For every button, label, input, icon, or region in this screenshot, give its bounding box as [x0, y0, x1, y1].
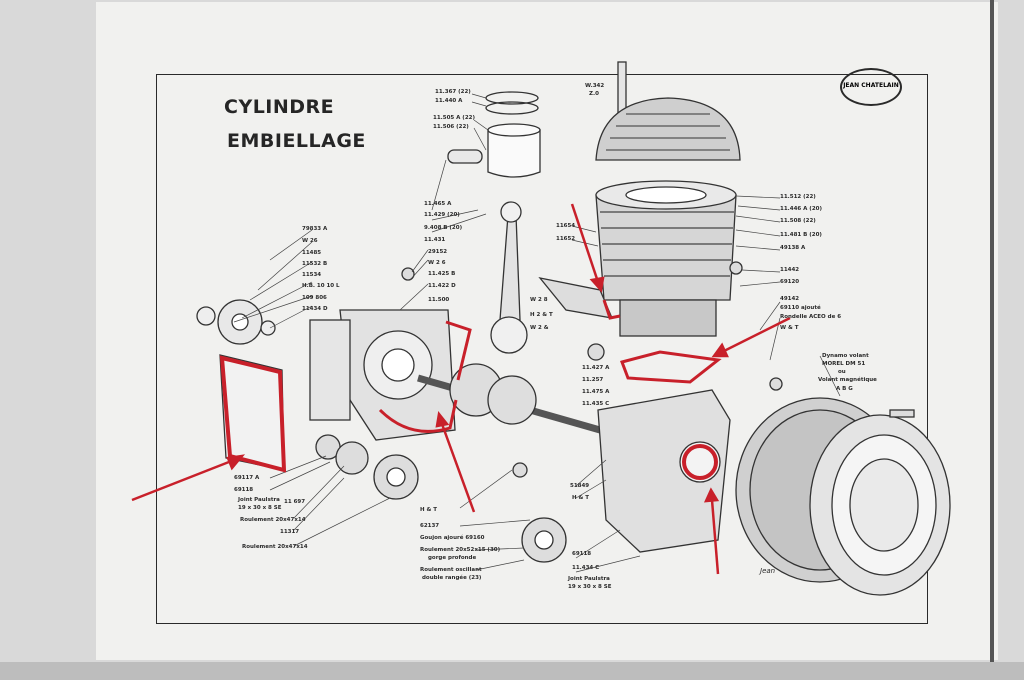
label-mid-lower-4: 11.427 A: [582, 365, 610, 371]
red-arrows: [131, 203, 791, 575]
label-piston-4: 11.431: [424, 237, 446, 243]
label-left-lower-4: 19 x 30 x 8 SE: [238, 505, 282, 511]
label-bottom-left-1: Roulement 20x47x14: [240, 517, 306, 523]
label-bottom-right-4: 11.434 C: [572, 565, 600, 571]
label-bottom-right-1: 51849: [570, 483, 590, 489]
label-bottom-right-5: Joint Paulstra: [568, 576, 610, 582]
label-left-7: 109 806: [302, 295, 327, 301]
label-right-4: 69110 ajouté: [780, 305, 821, 311]
label-top-center-3: 11.505 A (22): [433, 115, 475, 121]
label-mid-lower-3: W 2 &: [530, 325, 549, 331]
label-left-lower-2: 69118: [234, 487, 254, 493]
label-top-right-2: Z.0: [589, 91, 599, 97]
leader-lines: [233, 93, 841, 573]
label-top-center-2: 11.440 A: [435, 98, 463, 104]
label-bottom-mid-7: double rangée (23): [422, 575, 482, 581]
artist-signature: Jean: [760, 567, 776, 575]
label-left-lower-3: Joint Paulstra: [238, 497, 280, 503]
label-mid-5: 11.500: [428, 297, 450, 303]
label-bottom-mid-4: Roulement 20x52x15 (30): [420, 547, 501, 553]
red-annotations: [219, 299, 722, 480]
label-left-5: 11534: [302, 272, 322, 278]
crankcase-right: [597, 389, 731, 553]
label-cyl-right-1: 11.512 (22): [780, 194, 816, 200]
label-cyl-right-3: 11.508 (22): [780, 218, 816, 224]
label-bottom-right-2: H & T: [572, 495, 589, 501]
label-mid-2: W 2 6: [428, 260, 446, 266]
label-left-lower-1: 69117 A: [234, 475, 260, 481]
label-mid-lower-5: 11.257: [582, 377, 604, 383]
label-right-5: Rondelle ACEO de 6: [780, 314, 842, 320]
label-dynamo-1: Dynamo volant: [822, 353, 869, 359]
label-dynamo-2: MOREL DM 51: [822, 361, 866, 367]
label-mid-lower-2: H 2 & T: [530, 312, 553, 318]
label-left-6: H.B. 10 10 L: [302, 283, 340, 289]
label-bottom-mid-2: 62137: [420, 523, 440, 529]
label-right-3: 49142: [780, 296, 800, 302]
label-piston-1: 11.465 A: [424, 201, 452, 207]
red-manifold-gasket: [602, 299, 621, 320]
label-right-2: 69120: [780, 279, 800, 285]
label-right-1: 11442: [780, 267, 800, 273]
label-left-2: W 26: [302, 238, 318, 244]
label-left-4: 11532 B: [302, 261, 328, 267]
page-edge: [990, 0, 994, 680]
label-mid-lower-7: 11.435 C: [582, 401, 610, 407]
label-mid-lower-6: 11.475 A: [582, 389, 610, 395]
label-bottom-right-3: 69118: [572, 551, 592, 557]
label-piston-3: 9.408 B (20): [424, 225, 463, 231]
label-cyl-right-2: 11.446 A (20): [780, 206, 822, 212]
title-line-2: EMBIELLAGE: [227, 130, 366, 152]
title-line-1: CYLINDRE: [224, 96, 335, 118]
label-bottom-mid-5: gorge profonde: [428, 555, 477, 561]
label-bottom-right-6: 19 x 30 x 8 SE: [568, 584, 612, 590]
label-dynamo-5: A B G: [836, 386, 853, 392]
label-top-center-4: 11.506 (22): [433, 124, 469, 130]
label-bottom-mid-1: H & T: [420, 507, 437, 513]
label-bottom-left-2: 11317: [280, 529, 300, 535]
label-mid-3: 11.425 B: [428, 271, 456, 277]
piston-ring-2: [485, 101, 539, 115]
label-dynamo-3: ou: [838, 369, 846, 375]
label-mid-lower-1: W 2 8: [530, 297, 548, 303]
label-bottom-left-3: Roulement 20x47x14: [242, 544, 308, 550]
red-gasket-case: [378, 399, 458, 433]
label-left-8: 11434 D: [302, 306, 328, 312]
label-cyl-right-4: 11.481 B (20): [780, 232, 822, 238]
diagram-frame: [156, 74, 928, 624]
label-bottom-mid-3: Goujon ajouré 69160: [420, 535, 485, 541]
connecting-rod: [499, 214, 521, 321]
red-seal-ring: [682, 444, 718, 480]
red-cylinder-gasket: [620, 350, 722, 384]
label-cyl-left-2: 11652: [556, 236, 576, 242]
label-dynamo-4: Volant magnétique: [818, 377, 877, 383]
red-gasket-left: [219, 355, 287, 473]
label-cyl-left-1: 11654: [556, 223, 576, 229]
page-bottom-margin: [0, 662, 1024, 680]
piston-pin: [447, 149, 483, 164]
label-left-1: 79833 A: [302, 226, 328, 232]
label-left-lower-5: 11 697: [284, 499, 306, 505]
label-top-center-1: 11.367 (22): [435, 89, 471, 95]
label-left-3: 11485: [302, 250, 322, 256]
publisher-stamp: JEAN CHATELAIN: [840, 68, 902, 106]
piston: [487, 129, 541, 178]
stamp-text: JEAN CHATELAIN: [843, 82, 899, 89]
label-top-right-1: W.342: [585, 83, 605, 89]
red-gasket-base: [445, 320, 472, 381]
label-right-6: W & T: [780, 325, 799, 331]
label-piston-2: 11.429 (20): [424, 212, 460, 218]
label-bottom-mid-6: Roulement oscillant: [420, 567, 482, 573]
label-mid-1: 29152: [428, 249, 448, 255]
label-cyl-right-5: 49138 A: [780, 245, 806, 251]
cylinder: [595, 194, 737, 301]
label-mid-4: 11.422 D: [428, 283, 456, 289]
